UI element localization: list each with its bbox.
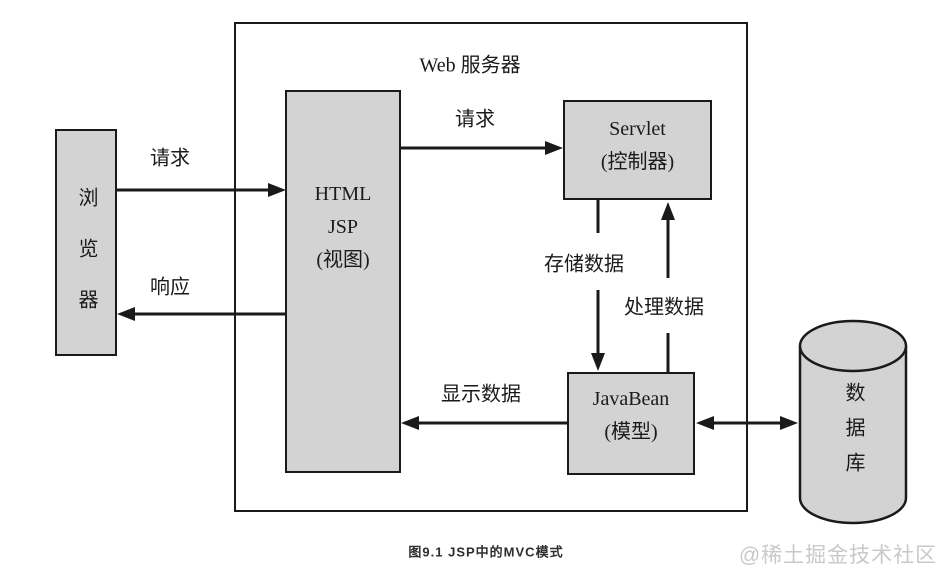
database-label: 数据库 bbox=[842, 382, 864, 487]
database-cylinder bbox=[796, 318, 910, 528]
model-node-line1: JavaBean bbox=[592, 388, 670, 410]
view-node-line1: HTML bbox=[314, 183, 372, 205]
view-node: HTML JSP (视图) bbox=[285, 90, 401, 473]
request-label-browser: 请求 bbox=[150, 147, 190, 170]
watermark-text: @稀土掘金技术社区 bbox=[738, 544, 936, 567]
model-node-line2: (模型) bbox=[604, 421, 658, 443]
figure-caption: 图9.1 JSP中的MVC模式 bbox=[408, 544, 564, 560]
process-data-label: 处理数据 bbox=[624, 296, 704, 319]
controller-node-line1: Servlet bbox=[609, 118, 666, 140]
web-server-label: Web 服务器 bbox=[419, 54, 521, 77]
view-node-line3: (视图) bbox=[316, 249, 370, 271]
store-data-label: 存储数据 bbox=[544, 253, 624, 276]
browser-node-label: 浏览器 bbox=[75, 186, 97, 340]
web-server-container bbox=[234, 22, 748, 512]
controller-node-line2: (控制器) bbox=[600, 151, 675, 173]
browser-node: 浏览器 bbox=[55, 129, 117, 356]
database-cylinder-icon bbox=[798, 319, 908, 525]
view-node-line2: JSP bbox=[327, 216, 359, 238]
request-label-servlet: 请求 bbox=[455, 108, 495, 131]
database-label-wrap: 数据库 bbox=[796, 318, 910, 528]
model-node: JavaBean (模型) bbox=[567, 372, 695, 475]
response-label: 响应 bbox=[150, 276, 190, 299]
display-data-label: 显示数据 bbox=[441, 383, 521, 406]
controller-node: Servlet (控制器) bbox=[563, 100, 712, 200]
